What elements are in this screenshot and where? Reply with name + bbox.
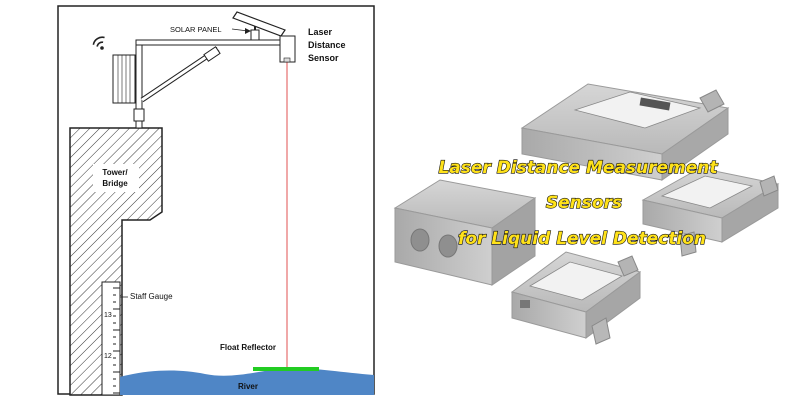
sensor-unit-front	[510, 251, 642, 345]
sensor-label-line1: Laser	[308, 27, 333, 37]
float-reflector	[253, 367, 319, 371]
tower-structure	[69, 127, 163, 396]
headline-line2: Sensors	[546, 193, 622, 213]
tower-label-bg	[93, 164, 139, 192]
diagram-panel: Tower/ Bridge 13 12 Staff Gauge River Fl…	[57, 5, 375, 396]
gauge-label: Staff Gauge	[130, 292, 173, 301]
transmitter-box	[112, 54, 136, 104]
sensor-unit-left	[393, 179, 537, 286]
laser-sensor-lens	[283, 57, 291, 63]
river-water	[120, 368, 374, 395]
brace-bracket	[203, 46, 221, 62]
tower-label-line1: Tower/	[102, 168, 128, 177]
float-label: Float Reflector	[220, 343, 276, 352]
mount-boom	[135, 39, 287, 46]
gauge-ticks	[113, 287, 120, 394]
solar-mast-box	[250, 29, 260, 41]
pole-clamp	[133, 108, 145, 122]
river-label: River	[238, 382, 258, 391]
sensor-product-photo	[393, 83, 780, 345]
headline-line1: Laser Distance Measurement	[438, 158, 718, 178]
solar-panel-label: SOLAR PANEL	[170, 25, 222, 34]
sensor-label-line2: Distance	[308, 40, 346, 50]
sensor-unit-back	[520, 83, 730, 181]
gauge-mark-13: 13	[104, 312, 112, 319]
solar-panel	[232, 11, 286, 37]
staff-gauge: 13 12	[101, 281, 121, 396]
sensor-unit-right	[641, 167, 780, 257]
wireless-signal-icon	[92, 36, 105, 50]
sensor-label-line3: Sensor	[308, 53, 339, 63]
tower-label-line2: Bridge	[102, 179, 128, 188]
headline: Laser Distance Measurement Sensors for L…	[438, 157, 719, 249]
gauge-mark-12: 12	[104, 353, 112, 360]
solar-arrow-head	[245, 28, 251, 34]
headline-line3: for Liquid Level Detection	[458, 229, 706, 249]
